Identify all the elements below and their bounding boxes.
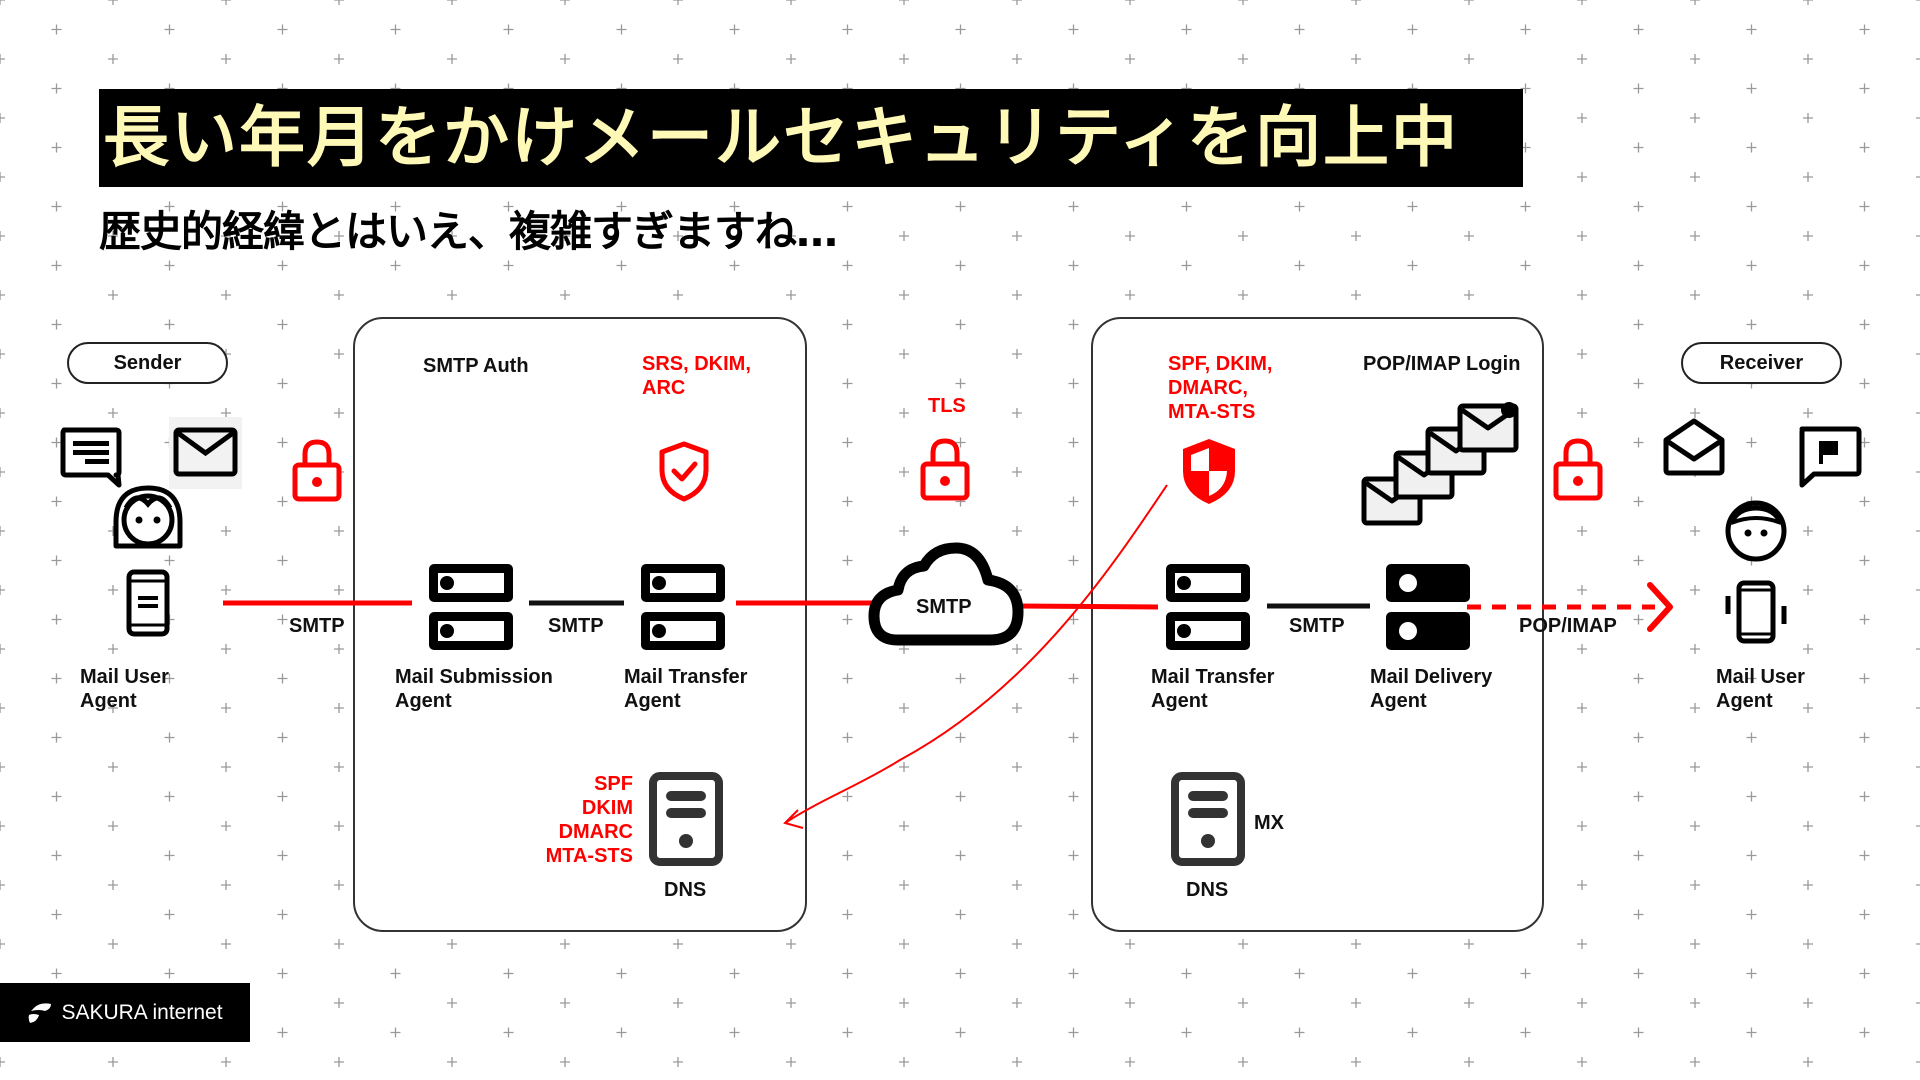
pop-imap-arrowhead [1647, 582, 1673, 632]
open-envelope-icon [1663, 418, 1725, 476]
receiving-security-label: SPF, DKIM, DMARC, MTA-STS [1168, 353, 1273, 423]
receiving-mta-server-icon [1166, 564, 1250, 650]
envelope-icon [169, 417, 242, 489]
sending-dns-label: DNS [664, 879, 707, 901]
smartphone-icon [126, 569, 170, 637]
tls-label: TLS [928, 395, 966, 417]
shield-half-icon [1183, 439, 1235, 504]
sending-dns-server-icon [649, 772, 723, 866]
flag-message-icon [1799, 426, 1862, 488]
lock-icon [292, 439, 342, 502]
sender-pill: Sender [67, 342, 228, 384]
receiving-mta-label: Mail Transfer Agent [1151, 666, 1275, 712]
mda-server-icon [1386, 564, 1470, 650]
mta-mda-link-protocol: SMTP [1289, 615, 1345, 637]
sending-dns-records: SPF DKIM DMARC MTA-STS [545, 773, 633, 867]
chat-message-icon [60, 427, 122, 488]
sender-mua-label: Mail User Agent [80, 666, 169, 712]
vibrating-phone-icon [1725, 580, 1787, 644]
man-avatar-icon [1725, 500, 1787, 562]
sending-domain-panel [353, 317, 807, 932]
receiver-lock-icon [1553, 438, 1603, 501]
slide-title-banner: 長い年月をかけメールセキュリティを向上中 [99, 89, 1523, 187]
footer-brand: SAKURA internet [0, 983, 250, 1042]
msa-label: Mail Submission Agent [395, 666, 553, 712]
cloud-protocol-label: SMTP [916, 596, 972, 618]
footer-brand-text: SAKURA internet [61, 1000, 223, 1024]
sending-mta-label: Mail Transfer Agent [624, 666, 748, 712]
sending-mta-server-icon [641, 564, 725, 650]
dns-lookup-arrowhead [783, 809, 804, 829]
mda-label: Mail Delivery Agent [1370, 666, 1493, 712]
mail-stack-icon [1361, 402, 1519, 526]
msa-server-icon [429, 564, 513, 650]
pop-imap-login-label: POP/IMAP Login [1363, 353, 1521, 375]
sending-security-label: SRS, DKIM, ARC [642, 353, 751, 399]
tls-lock-icon [920, 438, 970, 501]
internet-cloud-icon [868, 542, 1024, 646]
receiver-mua-label: Mail User Agent [1716, 666, 1805, 712]
slide-subtitle: 歴史的経緯とはいえ、複雑すぎますね… [99, 207, 838, 256]
slide-title: 長い年月をかけメールセキュリティを向上中 [103, 99, 1460, 176]
dns-lookup-curve-arrow [784, 484, 1168, 824]
receiving-dns-label: DNS [1186, 879, 1229, 901]
shield-check-icon [659, 441, 709, 502]
receiving-dns-records: MX [1254, 812, 1284, 834]
smtp-auth-label: SMTP Auth [423, 355, 529, 377]
receiving-dns-server-icon [1171, 772, 1245, 866]
sender-link-protocol: SMTP [289, 615, 345, 637]
receiver-pill: Receiver [1681, 342, 1842, 384]
cloud-mta-line [1017, 603, 1159, 610]
sakura-logo-icon [29, 1002, 52, 1023]
woman-avatar-icon [113, 485, 183, 549]
receiver-link-protocol: POP/IMAP [1519, 615, 1617, 637]
msa-internal-link-protocol: SMTP [548, 615, 604, 637]
